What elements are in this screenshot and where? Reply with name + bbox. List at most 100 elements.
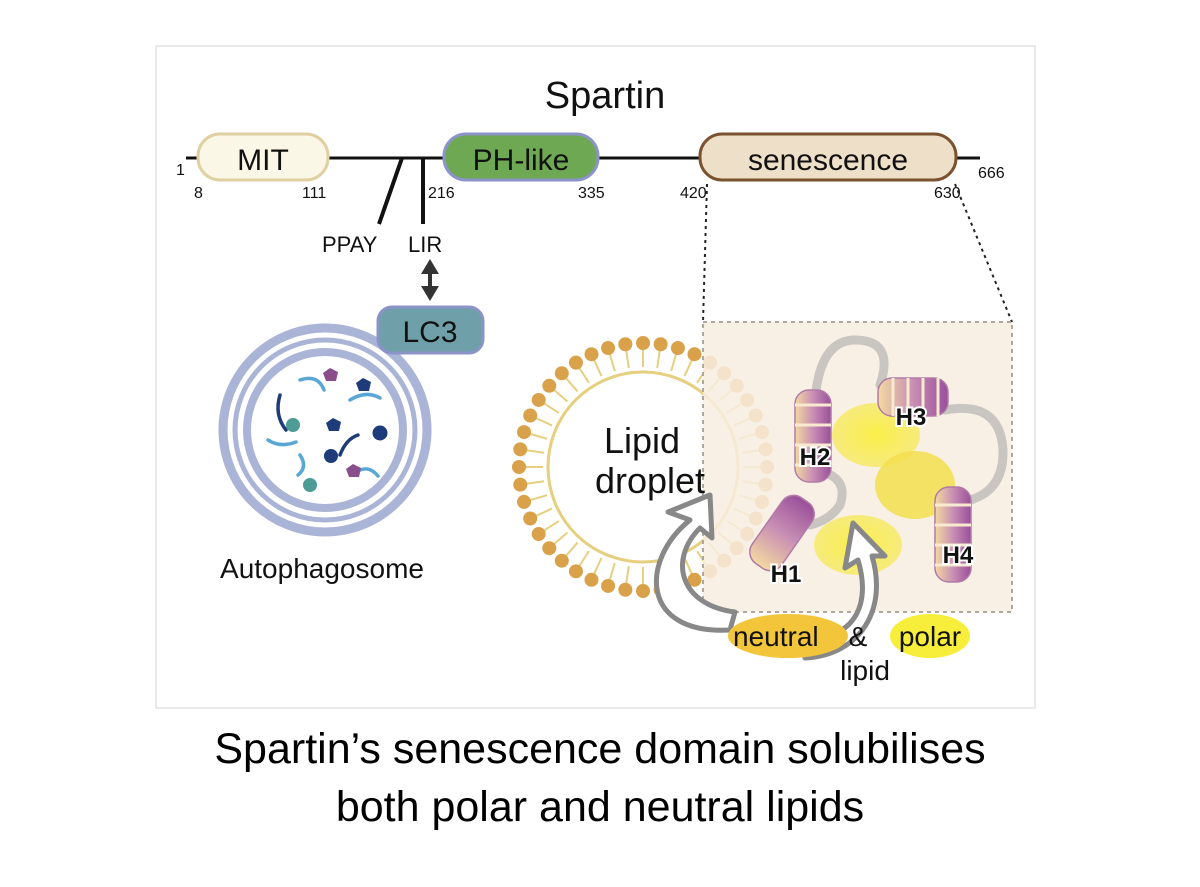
- neutral-lipid-blob: [728, 614, 848, 658]
- lipid-head: [568, 355, 583, 370]
- lipid-tail: [529, 494, 548, 502]
- lipid-tail: [593, 359, 603, 377]
- neutral-label: neutral: [733, 621, 819, 652]
- lipid-head: [517, 425, 532, 440]
- autophagosome-label: Autophagosome: [220, 553, 424, 584]
- pos-sen-start: 420: [680, 185, 707, 202]
- polar-label: polar: [899, 621, 961, 652]
- droplet-label-line2: droplet: [595, 460, 705, 501]
- lipid-label: lipid: [840, 655, 890, 686]
- lipid-tail: [535, 507, 553, 517]
- caption-line-2: both polar and neutral lipids: [335, 783, 865, 831]
- lipid-tail: [683, 557, 693, 575]
- helix-loop: [940, 403, 1008, 505]
- lipid-tail: [535, 417, 553, 427]
- lipid-head: [568, 564, 583, 579]
- lipid-head: [542, 378, 557, 393]
- lipid-head: [512, 460, 526, 474]
- helix-loop: [805, 465, 847, 530]
- lipid-head: [601, 578, 616, 593]
- lc3-label: LC3: [402, 316, 457, 349]
- lipid-head: [636, 336, 650, 350]
- lipid-blob: [832, 403, 920, 467]
- lipid-head: [687, 572, 702, 587]
- lipid-head: [618, 582, 633, 597]
- lipid-tail: [578, 550, 590, 567]
- helix-h2: [794, 389, 832, 483]
- lipid-head: [523, 511, 538, 526]
- lipid-tail: [553, 531, 569, 546]
- mit-label: MIT: [237, 144, 289, 177]
- helix-label-h4: H4: [943, 542, 974, 569]
- lipid-tail: [553, 388, 569, 403]
- lipid-tail: [593, 557, 603, 575]
- diagram-title: Spartin: [545, 75, 665, 117]
- lipid-tail: [564, 541, 579, 557]
- helix-loop: [810, 335, 889, 405]
- amp-label: &: [849, 621, 868, 652]
- lipid-tail: [543, 402, 560, 414]
- lipid-head: [601, 341, 616, 356]
- polar-lipid-blob: [890, 614, 970, 658]
- lipid-head: [517, 494, 532, 509]
- lir-label: LIR: [408, 232, 442, 257]
- lipid-head: [554, 366, 569, 381]
- lipid-head: [531, 392, 546, 407]
- pos-end: 666: [978, 165, 1005, 182]
- extraction-arrow: [797, 520, 888, 661]
- zoom-line-left: [702, 183, 708, 323]
- pos-ph-start: 216: [428, 185, 455, 202]
- ph-like-label: PH-like: [473, 144, 570, 177]
- pos-mit-end: 111: [302, 185, 326, 202]
- lipid-head: [687, 347, 702, 362]
- lipid-head: [542, 541, 557, 556]
- lipid-tail: [656, 350, 661, 369]
- lipid-head: [584, 347, 599, 362]
- lipid-head: [636, 584, 650, 598]
- lipid-head: [523, 408, 538, 423]
- lc3-box: [376, 305, 485, 355]
- lipid-tail: [608, 562, 616, 581]
- lipid-head: [554, 553, 569, 568]
- lipid-head: [531, 527, 546, 542]
- droplet-label-line1: Lipid: [604, 420, 680, 461]
- lipid-head: [584, 572, 599, 587]
- interaction-arrow: [421, 259, 439, 301]
- helix-label-h3: H3: [896, 404, 927, 431]
- mit-domain: [196, 132, 330, 182]
- senescence-domain: [698, 132, 958, 182]
- helix-h3: [877, 377, 949, 417]
- pos-start: 1: [176, 162, 185, 179]
- caption-line-1: Spartin’s senescence domain solubilises: [214, 725, 986, 773]
- lipid-head: [653, 337, 668, 352]
- lipid-tail: [526, 449, 545, 454]
- lipid-tail: [608, 353, 616, 372]
- lipid-head: [513, 477, 528, 492]
- lipid-tail: [683, 359, 693, 377]
- lipid-tail: [670, 353, 678, 372]
- lipid-tail: [578, 367, 590, 384]
- lipid-tail: [625, 350, 630, 369]
- lipid-tail: [526, 480, 545, 485]
- ppay-tick: [377, 157, 404, 225]
- pos-mit-start: 8: [194, 185, 203, 202]
- ppay-label: PPAY: [322, 232, 378, 257]
- lipid-tail: [529, 432, 548, 440]
- autophagosome: [218, 323, 432, 537]
- helix-h1: [749, 494, 815, 572]
- lipid-head: [618, 337, 633, 352]
- pos-sen-end: 630: [934, 185, 961, 202]
- helix-label-h2: H2: [800, 444, 831, 471]
- helix-h4: [934, 486, 972, 583]
- lipid-tail: [564, 377, 579, 393]
- lipid-head: [513, 442, 528, 457]
- lipid-head: [670, 341, 685, 356]
- helix-label-h1: H1: [771, 561, 802, 588]
- lipid-tail: [625, 565, 630, 584]
- ph-like-domain: [442, 132, 600, 182]
- pos-ph-end: 335: [578, 185, 605, 202]
- senescence-label: senescence: [748, 144, 908, 177]
- lipid-tail: [543, 520, 560, 532]
